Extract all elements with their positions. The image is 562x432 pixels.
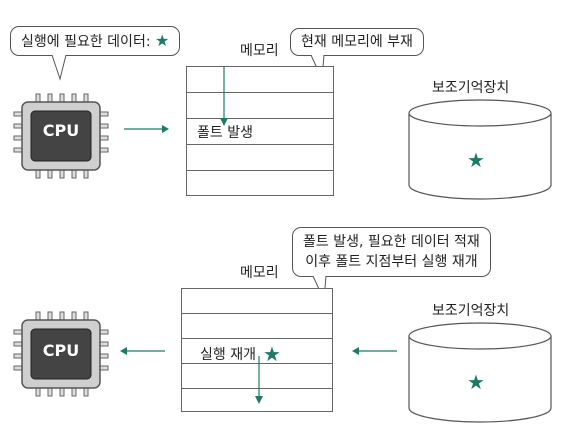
- star-icon: ★: [467, 370, 485, 394]
- resume-label: 실행 재개: [200, 347, 256, 363]
- cpu-chip: [13, 311, 109, 397]
- star-icon: ★: [467, 148, 485, 172]
- memory-title: 메모리: [240, 43, 279, 59]
- arrow-memory-to-cpu: [120, 347, 165, 355]
- memory-table: 실행 재개: [181, 288, 333, 412]
- memory-row: 폴트 발생: [187, 119, 333, 145]
- memory-bubble-line1: 폴트 발생, 필요한 데이터 적재: [303, 234, 480, 250]
- memory-speech-bubble: 현재 메모리에 부재: [290, 28, 424, 56]
- storage-title: 보조기억장치: [432, 80, 510, 96]
- memory-row: [187, 67, 333, 93]
- fault-label: 폴트 발생: [197, 125, 253, 141]
- cpu-chip: [13, 93, 109, 179]
- memory-row: 실행 재개: [182, 339, 332, 364]
- cpu-speech-bubble: 실행에 필요한 데이터: ★: [10, 26, 181, 56]
- arrow-cpu-to-memory: [124, 125, 169, 133]
- memory-row: [182, 314, 332, 339]
- cpu-bubble-text: 실행에 필요한 데이터:: [21, 34, 151, 50]
- memory-row: [182, 289, 332, 314]
- cpu-bubble-tail: [51, 54, 67, 81]
- star-icon: ★: [263, 342, 281, 366]
- star-icon: ★: [155, 31, 170, 50]
- execution-arrow-down: [255, 356, 263, 404]
- memory-row: [182, 364, 332, 389]
- cpu-label: CPU: [42, 341, 80, 360]
- memory-speech-bubble: 폴트 발생, 필요한 데이터 적재 이후 폴트 지점부터 실행 재개: [292, 227, 491, 277]
- storage-cylinder: [408, 99, 552, 200]
- cpu-label: CPU: [42, 121, 80, 140]
- memory-title: 메모리: [240, 265, 279, 281]
- storage-cylinder: [408, 322, 552, 423]
- memory-row: [187, 145, 333, 171]
- memory-table: 폴트 발생: [186, 66, 334, 196]
- arrow-storage-to-memory: [352, 347, 397, 355]
- memory-row: [187, 171, 333, 197]
- memory-bubble-text: 현재 메모리에 부재: [301, 34, 413, 50]
- execution-arrow-down: [220, 66, 228, 126]
- storage-title: 보조기억장치: [432, 303, 510, 319]
- memory-row: [187, 93, 333, 119]
- memory-bubble-line2: 이후 폴트 지점부터 실행 재개: [305, 254, 478, 270]
